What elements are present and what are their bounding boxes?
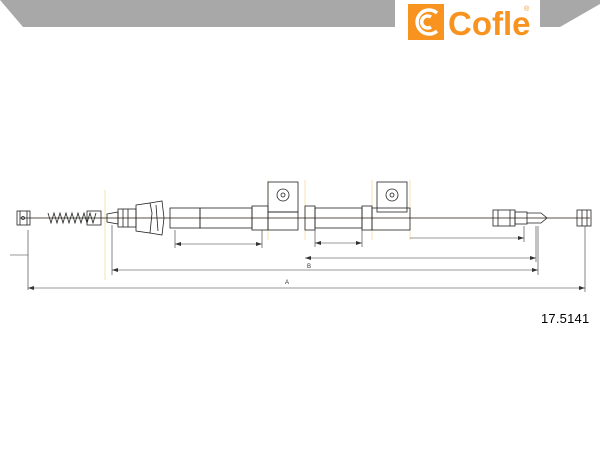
- logo-square-mark: [415, 8, 439, 36]
- header-band-left: [0, 0, 395, 27]
- dimension-lines: [10, 225, 586, 292]
- left-end-fitting: [16, 210, 31, 226]
- header-band-right: [540, 0, 600, 27]
- brand-wordmark: Cofle: [448, 5, 531, 42]
- dim-label-A: A: [285, 280, 289, 286]
- part-number: 17.5141: [541, 311, 590, 326]
- spring-sleeve: [86, 210, 102, 226]
- registered-mark: ®: [524, 5, 530, 13]
- dimension-arrows: [28, 236, 585, 290]
- header-band: [0, 0, 600, 27]
- cable: [16, 181, 592, 236]
- right-end-fitting: [576, 209, 592, 227]
- dim-label-B: B: [307, 264, 311, 270]
- cofle-logo: Cofle ®: [406, 2, 534, 42]
- bracket-2: [376, 181, 408, 213]
- spring: [47, 211, 97, 225]
